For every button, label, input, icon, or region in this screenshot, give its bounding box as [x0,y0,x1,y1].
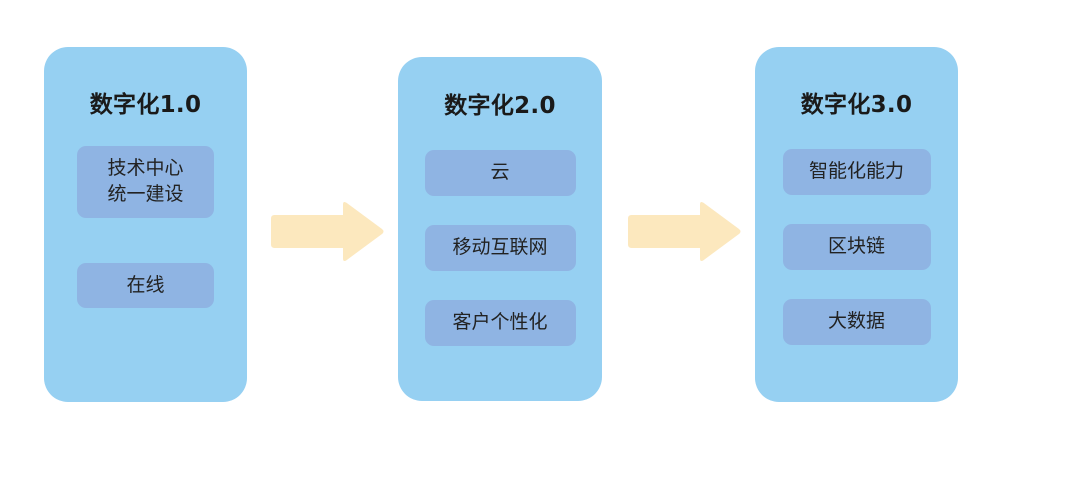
stage-card-2[interactable]: 数字化2.0 云 移动互联网 客户个性化 [398,57,602,401]
stage-item[interactable]: 技术中心 统一建设 [77,146,214,218]
stage-card-3[interactable]: 数字化3.0 智能化能力 区块链 大数据 [755,47,958,402]
stage-item[interactable]: 区块链 [782,224,931,270]
stage-title: 数字化2.0 [444,93,556,119]
stage-title: 数字化3.0 [800,92,913,118]
stage-item-list: 技术中心 统一建设 在线 [44,146,247,308]
arrow-right-icon [624,200,742,263]
stage-item-list: 云 移动互联网 客户个性化 [398,150,602,346]
stage-title: 数字化1.0 [89,92,202,118]
stage-item[interactable]: 智能化能力 [782,149,931,195]
stage-item[interactable]: 云 [424,150,576,196]
stage-card-1[interactable]: 数字化1.0 技术中心 统一建设 在线 [44,47,247,402]
stage-item-list: 智能化能力 区块链 大数据 [755,149,958,345]
stage-item[interactable]: 在线 [77,263,214,308]
stage-item[interactable]: 大数据 [782,299,931,345]
stage-item[interactable]: 客户个性化 [424,300,576,346]
arrow-right-icon [267,200,385,263]
stage-item[interactable]: 移动互联网 [424,225,576,271]
